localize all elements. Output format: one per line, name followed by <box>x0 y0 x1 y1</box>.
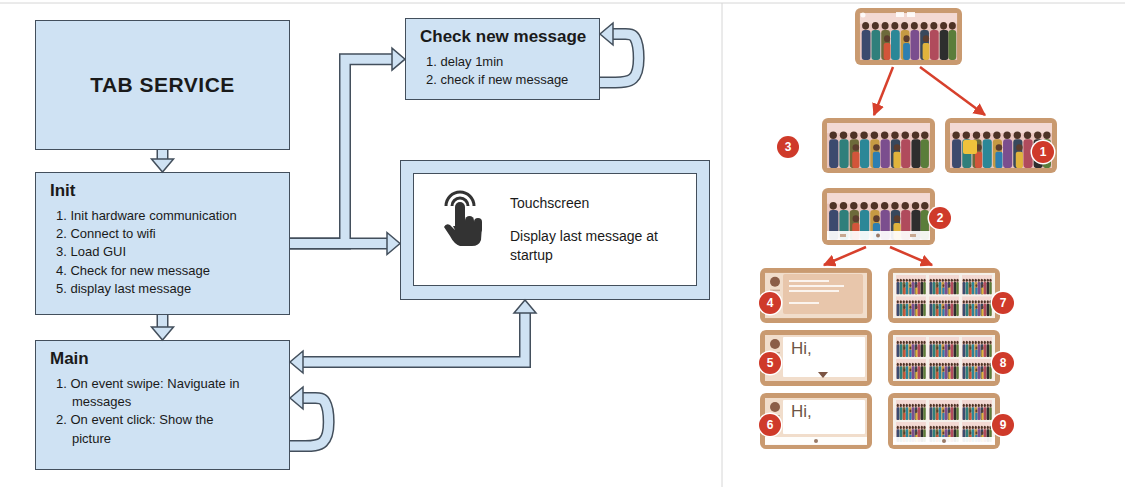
block-arrow <box>600 34 639 82</box>
service-box: TAB SERVICE <box>35 20 290 150</box>
block-arrow <box>158 150 167 159</box>
screen-panel: TouchscreenDisplay last message at start… <box>413 173 697 286</box>
arrow-head <box>152 159 174 172</box>
frame-line <box>0 3 1125 4</box>
screen-thumbnail <box>822 188 935 245</box>
callout-number: 6 <box>759 414 781 436</box>
arrow-head <box>290 387 303 409</box>
arrow-head <box>392 48 405 70</box>
box-text: 3. Load GUI <box>56 243 277 261</box>
callout-number: 4 <box>759 292 781 314</box>
box-text: 2. check if new message <box>426 71 587 89</box>
block-arrow <box>158 315 167 327</box>
box-text: 1. On event swipe: Naviguate in messages <box>56 375 250 411</box>
box-heading: TAB SERVICE <box>90 73 235 97</box>
callout-number: 8 <box>992 352 1014 374</box>
box-text: Display last message at startup <box>510 227 660 265</box>
block-arrow <box>290 239 387 248</box>
screen-thumbnail <box>760 268 872 323</box>
box-text: 2. On event click: Show the picture <box>56 411 250 447</box>
arrow-head <box>152 327 174 340</box>
arrow-head <box>290 387 303 409</box>
screen-text: Hi, <box>791 340 812 359</box>
box-text: 5. display last message <box>56 280 277 298</box>
arrow-head <box>290 300 536 373</box>
touchscreen-box: TouchscreenDisplay last message at start… <box>400 160 710 300</box>
callout-number: 9 <box>992 414 1014 436</box>
block-arrow <box>303 313 525 362</box>
block-arrow <box>290 238 387 250</box>
callout-number: 5 <box>759 352 781 374</box>
screen-thumbnail <box>888 268 1000 323</box>
process-box: Init 1. Init hardware communication2. Con… <box>35 172 290 315</box>
arrow-head <box>392 48 405 70</box>
block-arrow <box>290 398 329 446</box>
arrow-head <box>514 300 536 313</box>
box-heading: Touchscreen <box>510 194 686 213</box>
screen-text: Hi, <box>791 403 812 422</box>
box-text: 4. Check for new message <box>56 262 277 280</box>
arrow-head <box>600 23 613 45</box>
arrow-head <box>387 233 400 255</box>
screen-thumbnail <box>945 118 1057 173</box>
callout-number: 1 <box>1032 141 1054 163</box>
box-text: 1. delay 1min <box>426 53 587 71</box>
callout-number: 2 <box>929 207 951 229</box>
screen-thumbnail <box>822 118 935 173</box>
arrow-head <box>290 351 303 373</box>
screen-thumbnail <box>888 393 1000 449</box>
screen-thumbnail <box>760 330 872 386</box>
arrow-head <box>387 233 400 255</box>
arrow-head <box>152 159 174 172</box>
arrow-head <box>152 327 174 340</box>
box-heading: Main <box>50 349 277 369</box>
callout-number: 7 <box>992 292 1014 314</box>
box-heading: Init <box>50 181 277 201</box>
block-arrow <box>157 315 169 327</box>
box-heading: Check new message <box>420 27 587 47</box>
navigation-arrow <box>824 67 985 265</box>
block-arrow <box>157 150 169 159</box>
screen-thumbnail <box>888 330 1000 386</box>
arrow-head <box>600 23 613 45</box>
frame-line <box>722 3 723 487</box>
block-arrow <box>290 59 392 243</box>
process-box: Main 1. On event swipe: Naviguate in mess… <box>35 340 290 470</box>
screen-thumbnail <box>760 393 872 449</box>
process-box: Check new message 1. delay 1min2. check i… <box>405 18 600 100</box>
screen-thumbnail <box>855 8 962 65</box>
box-text: 1. Init hardware communication <box>56 207 277 225</box>
block-arrow <box>600 34 639 82</box>
box-text: 2. Connect to wifi <box>56 225 277 243</box>
callout-number: 3 <box>777 136 799 158</box>
block-arrow <box>290 398 329 446</box>
block-arrow <box>303 313 525 362</box>
block-arrow <box>290 59 392 243</box>
